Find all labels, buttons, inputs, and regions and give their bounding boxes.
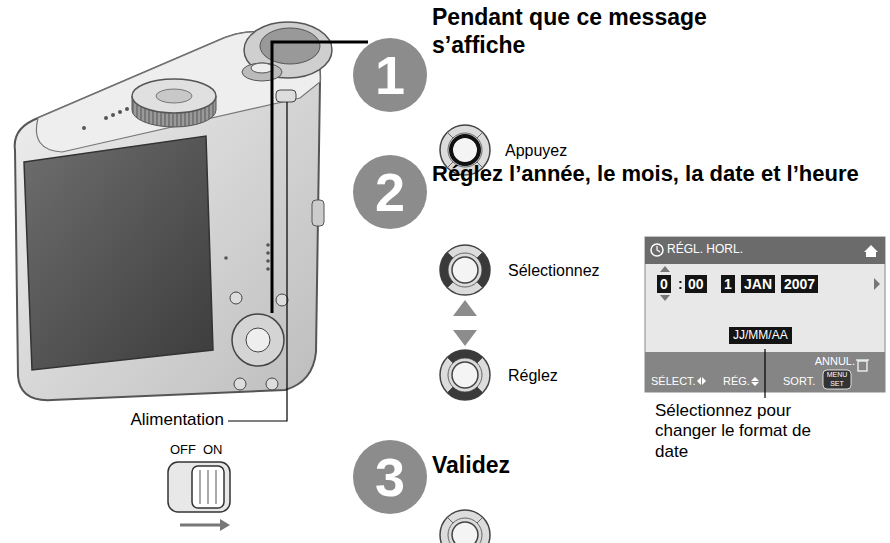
step-number-circle: 3Validez [353, 440, 427, 514]
step-number-circle: 2Réglez l’année, le mois, la date et l’h… [353, 155, 427, 229]
camera [15, 22, 332, 400]
lcd-screen-panel: RÉGL. HORL. 0:00 1 JAN 2007JJ/MM/AA ANNUL. SÉL… [645, 237, 885, 392]
leader-line [764, 349, 765, 398]
control-pad [440, 350, 490, 400]
leader-line [228, 102, 287, 421]
switch-position: OFF [170, 442, 196, 458]
day-value: 1 [721, 275, 735, 293]
minute-value: 00 [685, 275, 707, 293]
softkey-label: SORT. [783, 375, 815, 388]
control-pad [440, 510, 490, 543]
step-action: Appuyez [505, 141, 567, 160]
step-number: 1 [353, 38, 427, 112]
step-heading: Réglez l’année, le mois, la date et l’he… [432, 161, 884, 187]
hour-value: 0 [657, 275, 671, 293]
softkey-label: SÉLECT. [651, 375, 696, 388]
control-pad [440, 245, 490, 295]
step-number-circle: 1Pendant que ce message s’affiche [353, 38, 427, 112]
icon-text: SET [823, 380, 851, 388]
direction-arrows [453, 300, 477, 346]
step-number: 3 [353, 440, 427, 514]
switch-position: ON [203, 442, 223, 458]
softkey-label: ANNUL. [815, 355, 855, 368]
softkey-label: RÉG. [723, 375, 750, 388]
callout-text: Sélectionnez pour changer le format de d… [655, 401, 825, 462]
separator: : [678, 275, 683, 293]
year-value: 2007 [781, 275, 818, 293]
date-format: JJ/MM/AA [729, 327, 792, 344]
step-action: Réglez [508, 366, 558, 385]
icon-text: MENU [823, 371, 851, 379]
power-switch [168, 462, 230, 531]
month-value: JAN [741, 275, 775, 293]
part-name: Alimentation [130, 410, 224, 430]
step-heading: Pendant que ce message s’affiche [432, 4, 792, 59]
step-number: 2 [353, 155, 427, 229]
screen-title: RÉGL. HORL. [667, 243, 743, 256]
step-action: Sélectionnez [508, 261, 600, 280]
